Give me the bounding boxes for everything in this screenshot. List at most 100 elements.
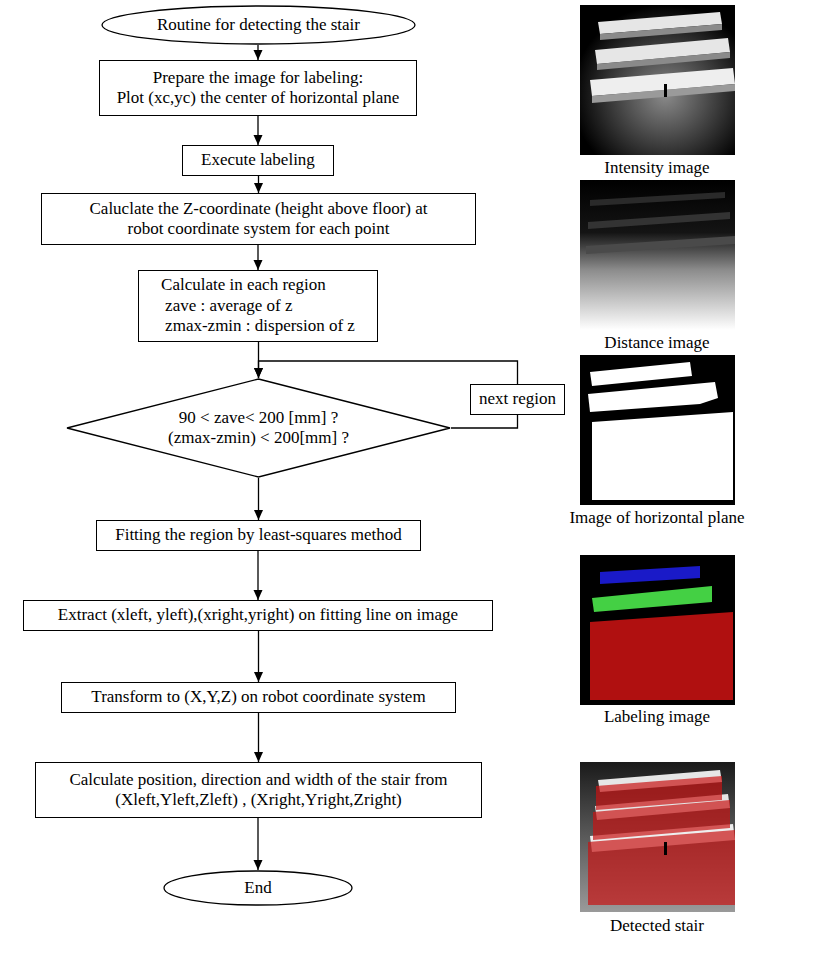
image-ground [580,555,735,705]
distance-image [580,180,735,330]
stair-riser [600,24,722,40]
terminal-oval: Routine for detecting the stair [101,5,416,45]
stair-band [590,192,725,206]
node-text: 90 < zave< 200 [mm] ?(zmax-zmin) < 200[m… [168,408,349,449]
connector [254,45,263,60]
node-text: Calculate position, direction and width … [51,770,466,811]
notch [664,842,667,855]
node-text: Calculate in each regionzave : average o… [161,275,355,336]
node-text: Caluclate the Z-coordinate (height above… [74,199,444,240]
node-text: Routine for detecting the stair [157,15,360,35]
connector-line [259,361,518,384]
intensity-image [580,5,735,155]
process-box: Fitting the region by least-squares meth… [96,520,421,551]
connector-line [451,415,518,428]
detected-stair-image [580,762,735,912]
labeling-image [580,555,735,705]
node-label: Extract (xleft, yleft),(xright,yright) o… [58,605,458,625]
arrowhead [254,368,263,378]
process-box: Transform to (X,Y,Z) on robot coordinate… [61,682,456,713]
connector [451,415,518,428]
arrowhead [254,672,263,682]
connector [254,361,518,384]
node-label: Routine for detecting the stair [157,15,360,35]
node-label: Plot (xc,yc) the center of horizontal pl… [117,88,400,108]
image-ground [580,180,735,330]
connector [254,551,263,600]
image-caption: Intensity image [537,158,777,178]
node-label: zmax-zmin : dispersion of z [161,316,355,336]
node-text: Extract (xleft, yleft),(xright,yright) o… [58,605,458,625]
node-label: Caluclate the Z-coordinate (height above… [74,199,444,240]
node-label: Prepare the image for labeling: [117,68,400,88]
arrowhead [254,510,263,520]
image-ground [580,355,735,505]
image-ground [580,5,735,155]
connector [254,631,263,682]
process-box: Execute labeling [182,145,334,176]
notch [664,84,667,97]
connector [254,116,263,145]
terminal-oval: End [163,870,353,906]
image-caption: Image of horizontal plane [537,508,777,528]
process-box: next region [470,384,565,415]
node-label: next region [479,389,556,409]
process-box: Caluclate the Z-coordinate (height above… [41,193,476,245]
arrowhead [254,368,263,378]
node-label: zave : average of z [161,296,355,316]
plane-region [590,362,692,386]
decision-diamond: 90 < zave< 200 [mm] ?(zmax-zmin) < 200[m… [66,378,451,478]
connector [254,342,263,378]
arrowhead [254,860,263,870]
node-text: Prepare the image for labeling:Plot (xc,… [117,68,400,109]
stair-band [588,212,730,229]
plane-region [592,412,733,500]
node-text: End [244,878,271,898]
node-label: Transform to (X,Y,Z) on robot coordinate… [91,687,425,707]
stair-riser [597,52,730,70]
horizontal-plane-image [580,355,735,505]
stair-riser [592,84,735,103]
connector [254,245,263,270]
node-text: Transform to (X,Y,Z) on robot coordinate… [91,687,425,707]
image-ground [580,762,735,912]
image-caption: Detected stair [537,916,777,936]
arrowhead [254,260,263,270]
plane-region [588,382,718,412]
detected-overlay [588,830,735,905]
blue-region [600,566,700,584]
node-label: End [244,878,271,898]
node-text: Execute labeling [201,150,315,170]
stair-band [586,236,735,254]
arrowhead [254,590,263,600]
green-region [592,586,712,612]
outline [102,6,415,44]
arrowhead [254,50,263,60]
node-text: Fitting the region by least-squares meth… [115,525,402,545]
image-caption: Distance image [537,333,777,353]
connector [254,713,263,762]
node-text: next region [479,389,556,409]
outline [67,379,450,477]
image-caption: Labeling image [537,707,777,727]
connector [254,478,263,520]
arrowhead [254,752,263,762]
node-label: Calculate position, direction and width … [51,770,466,811]
process-box: Extract (xleft, yleft),(xright,yright) o… [23,600,493,631]
node-label: Fitting the region by least-squares meth… [115,525,402,545]
process-box: Calculate position, direction and width … [35,762,482,818]
node-label: Execute labeling [201,150,315,170]
process-box: Prepare the image for labeling:Plot (xc,… [99,60,417,116]
image-shade [580,5,735,155]
process-box: Calculate in each regionzave : average o… [138,270,378,342]
outline [164,871,352,905]
node-label: (zmax-zmin) < 200[mm] ? [168,428,349,448]
node-label: Calculate in each region [161,275,355,295]
node-label: 90 < zave< 200 [mm] ? [168,408,349,428]
connector [254,176,263,193]
arrowhead [254,135,263,145]
arrowhead [254,183,263,193]
red-region [590,612,733,700]
connector [254,818,263,870]
